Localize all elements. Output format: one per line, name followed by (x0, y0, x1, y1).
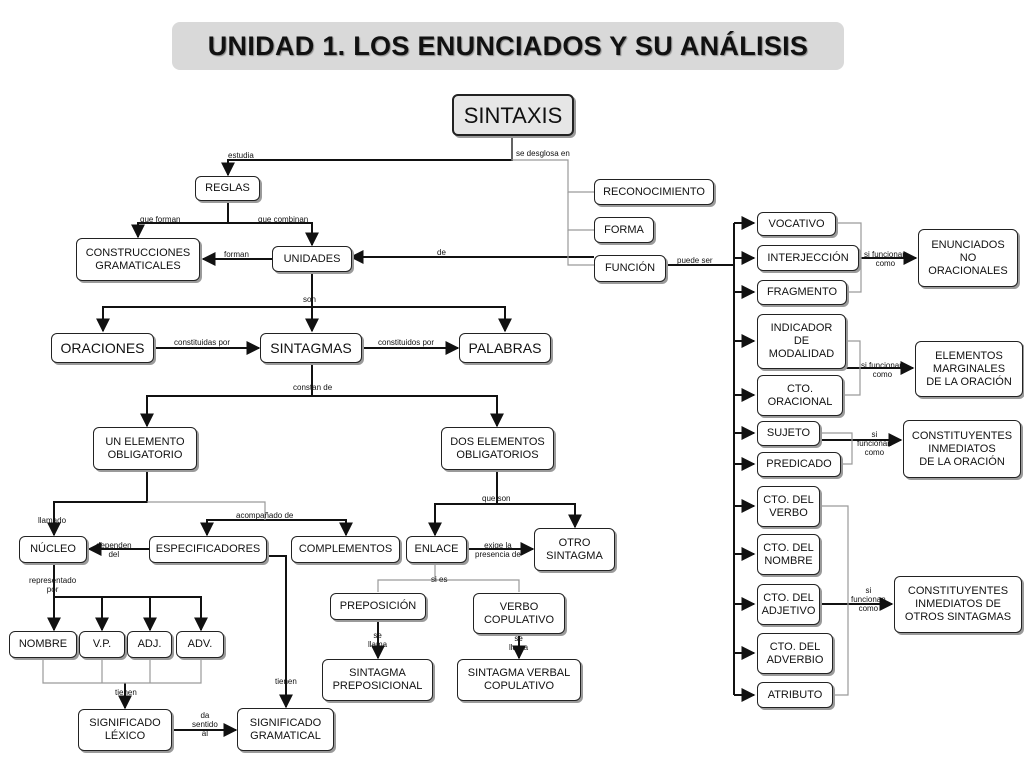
node-reglas: REGLAS (195, 176, 260, 201)
node-otro-sintagma: OTRO SINTAGMA (534, 528, 615, 571)
node-elementos-marginales: ELEMENTOS MARGINALES DE LA ORACIÓN (915, 341, 1023, 397)
node-preposicion: PREPOSICIÓN (330, 593, 426, 620)
label-acompanado-de: acompañado de (236, 511, 294, 520)
node-enunciados-no-oracionales: ENUNCIADOS NO ORACIONALES (918, 229, 1018, 287)
node-adv: ADV. (176, 631, 224, 658)
page-title: UNIDAD 1. LOS ENUNCIADOS Y SU ANÁLISIS (172, 22, 844, 70)
node-atributo: ATRIBUTO (757, 682, 833, 708)
label-tienen-lexico: tienen (115, 688, 137, 697)
node-cto-del-verbo: CTO. DEL VERBO (757, 486, 820, 527)
node-nombre: NOMBRE (9, 631, 77, 658)
node-complementos: COMPLEMENTOS (291, 536, 400, 563)
label-si-funcionan-como-4: si funcionan como (851, 586, 886, 613)
label-estudia: estudia (228, 151, 254, 160)
label-dependen-del: dependen del (96, 541, 132, 559)
label-constituidos-por: constituidos por (378, 338, 435, 347)
label-representado-por: representado por (29, 576, 77, 594)
label-si-funcionan-como-2: si funcionan como (861, 361, 904, 379)
label-forman: forman (224, 250, 249, 259)
label-exige-la-presencia-de: exige la presencia de (475, 541, 521, 559)
node-reconocimiento: RECONOCIMIENTO (594, 179, 714, 205)
node-un-elemento-obligatorio: UN ELEMENTO OBLIGATORIO (93, 427, 197, 470)
label-se-llama-verbo: se llama (509, 634, 529, 652)
node-constituyentes-otros-sintagmas: CONSTITUYENTES INMEDIATOS DE OTROS SINTA… (894, 576, 1022, 633)
node-predicado: PREDICADO (757, 452, 841, 477)
node-significado-gramatical: SIGNIFICADO GRAMATICAL (237, 708, 334, 751)
node-interjeccion: INTERJECCIÓN (757, 245, 859, 271)
node-sintagmas: SINTAGMAS (260, 333, 362, 363)
node-cto-del-adverbio: CTO. DEL ADVERBIO (757, 633, 833, 674)
node-vocativo: VOCATIVO (757, 212, 836, 236)
node-unidades: UNIDADES (272, 246, 352, 272)
node-forma: FORMA (594, 217, 654, 243)
node-vp: V.P. (79, 631, 125, 658)
label-si-es: si es (431, 575, 448, 584)
label-se-llama-preposicion: se llama (368, 631, 388, 649)
label-se-desglosa-en: se desglosa en (516, 149, 570, 158)
label-constituidas-por: constituidas por (174, 338, 231, 347)
node-sintaxis: SINTAXIS (452, 94, 574, 136)
node-construcciones-gramaticales: CONSTRUCCIONES GRAMATICALES (76, 238, 200, 281)
node-verbo-copulativo: VERBO COPULATIVO (473, 593, 565, 634)
node-constituyentes-oracion: CONSTITUYENTES INMEDIATOS DE LA ORACIÓN (903, 420, 1021, 478)
node-significado-lexico: SIGNIFICADO LÉXICO (78, 709, 172, 751)
label-llamado: llamado (38, 516, 67, 525)
node-cto-oracional: CTO. ORACIONAL (757, 375, 843, 416)
node-fragmento: FRAGMENTO (757, 280, 847, 305)
node-cto-del-adjetivo: CTO. DEL ADJETIVO (757, 584, 820, 625)
node-especificadores: ESPECIFICADORES (149, 536, 267, 563)
node-palabras: PALABRAS (459, 333, 551, 363)
label-tienen-gramatical: tienen (275, 677, 297, 686)
label-si-funcionan-como-3: si funcionan como (857, 430, 892, 457)
label-que-combinan: que combinan (258, 215, 309, 224)
label-que-son: que son (482, 494, 511, 503)
label-de: de (437, 248, 446, 257)
node-sintagma-verbal-copulativo: SINTAGMA VERBAL COPULATIVO (457, 659, 581, 701)
label-da-sentido-al: da sentido al (192, 711, 218, 738)
node-enlace: ENLACE (406, 536, 467, 563)
label-si-funcionan-como-1: si funcionan como (864, 250, 907, 268)
node-cto-del-nombre: CTO. DEL NOMBRE (757, 534, 820, 575)
node-funcion: FUNCIÓN (594, 255, 666, 282)
node-indicador-de-modalidad: INDICADOR DE MODALIDAD (757, 314, 846, 369)
label-son: son (303, 295, 316, 304)
label-constan-de: constan de (293, 383, 333, 392)
node-dos-elementos-obligatorios: DOS ELEMENTOS OBLIGATORIOS (441, 427, 554, 470)
node-adj: ADJ. (127, 631, 172, 658)
label-puede-ser: puede ser (677, 256, 713, 265)
node-sintagma-preposicional: SINTAGMA PREPOSICIONAL (322, 659, 433, 701)
node-oraciones: ORACIONES (51, 333, 154, 363)
label-que-forman: que forman (140, 215, 181, 224)
node-nucleo: NÚCLEO (19, 536, 87, 563)
node-sujeto: SUJETO (757, 421, 820, 446)
